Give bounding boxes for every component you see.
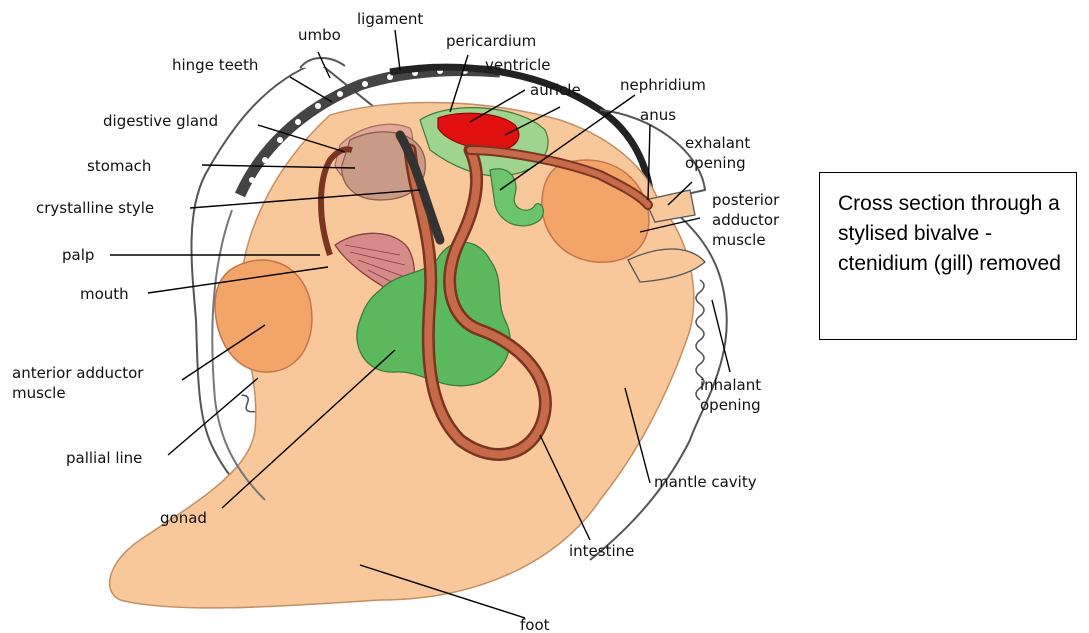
label-exhalant-line2: opening [685, 154, 746, 172]
label-inhalant-line2: opening [700, 396, 761, 414]
label-inhalant-line1: inhalant [700, 376, 761, 394]
caption-text: Cross section through a stylised bivalve… [838, 192, 1061, 275]
label-umbo: umbo [298, 26, 341, 44]
label-mouth: mouth [80, 285, 129, 303]
label-foot: foot [520, 616, 550, 633]
bivalve-cross-section-diagram: umbo ligament pericardium ventricle auri… [0, 0, 800, 633]
label-auricle: auricle [530, 81, 581, 99]
label-anterior-line1: anterior adductor [12, 364, 144, 382]
label-stomach: stomach [87, 157, 151, 175]
label-crystalline-style: crystalline style [36, 199, 154, 217]
label-mantle-cavity: mantle cavity [654, 473, 757, 491]
label-ligament: ligament [357, 10, 423, 28]
label-intestine: intestine [569, 542, 634, 560]
label-posterior-line3: muscle [712, 231, 766, 249]
label-ventricle: ventricle [485, 56, 550, 74]
label-anterior-line2: muscle [12, 384, 66, 402]
label-digestive-gland: digestive gland [103, 112, 218, 130]
label-posterior-line2: adductor [712, 211, 780, 229]
label-anus: anus [640, 106, 676, 124]
label-nephridium: nephridium [620, 76, 706, 94]
label-palp: palp [62, 246, 94, 264]
label-exhalant-line1: exhalant [685, 134, 750, 152]
caption-box: Cross section through a stylised bivalve… [819, 172, 1077, 340]
label-gonad: gonad [160, 509, 207, 527]
label-pallial-line: pallial line [66, 449, 142, 467]
label-posterior-line1: posterior [712, 191, 780, 209]
label-hinge-teeth: hinge teeth [172, 56, 258, 74]
label-pericardium: pericardium [446, 32, 536, 50]
